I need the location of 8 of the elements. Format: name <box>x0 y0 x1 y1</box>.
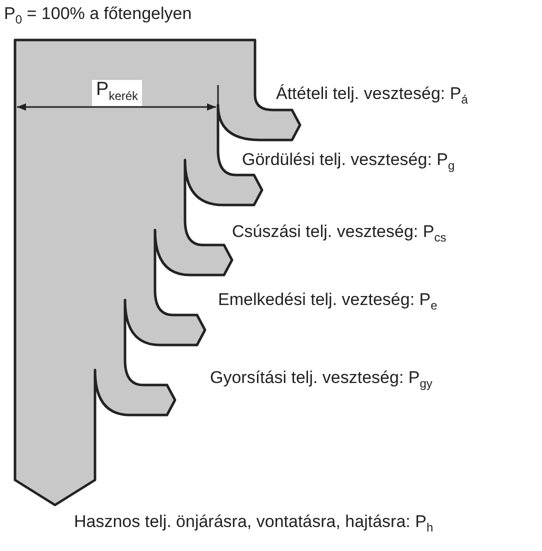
loss-label: Gyorsítási telj. veszteség: P$_{gy}$ <box>210 368 432 392</box>
input-power-label: P$_{0}$ = 100% a főtengelyen <box>4 4 192 28</box>
loss-label: Emelkedési telj. vezteség: P$_{e}$ <box>218 290 438 314</box>
output-label: Hasznos telj. önjárásra, vontatásra, hajtásra: P$_{h}$ <box>74 512 434 536</box>
loss-label: Csúszási telj. veszteség: P$_{cs}$ <box>232 222 446 246</box>
loss-label: Gördülési telj. veszteség: P$_{g}$ <box>242 150 455 174</box>
loss-label: Áttételi telj. veszteség: P$_{á}$ <box>276 84 468 108</box>
dimension-label: P$_{kerék}$ <box>92 80 142 106</box>
